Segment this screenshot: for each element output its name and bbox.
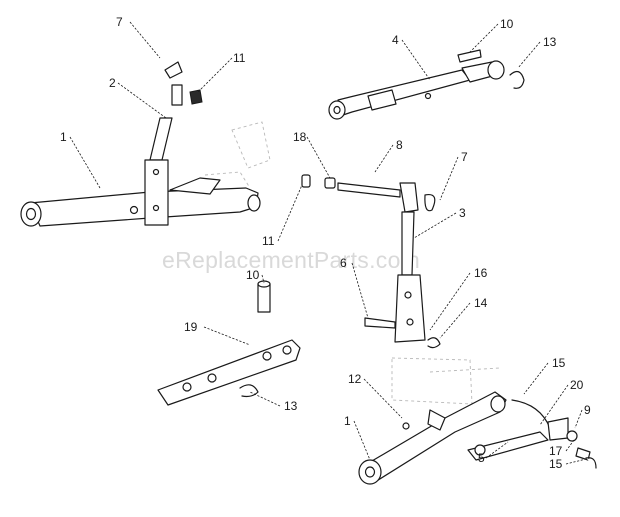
callout-19: 19: [184, 320, 198, 334]
callout-3: 3: [459, 206, 466, 220]
callout-16: 16: [474, 266, 488, 280]
callout-7: 7: [461, 150, 468, 164]
callout-4: 4: [392, 33, 399, 47]
callout-20: 20: [570, 378, 584, 392]
callout-5: 5: [478, 451, 485, 465]
callout-7: 7: [116, 15, 123, 29]
callout-12: 12: [348, 372, 362, 386]
ghost-tractor-outline-bottom: [391, 357, 501, 405]
callout-14: 14: [474, 296, 488, 310]
callout-8: 8: [396, 138, 403, 152]
callout-17: 17: [549, 444, 563, 458]
lower-link-arm-left: [20, 177, 261, 227]
callout-13: 13: [543, 35, 557, 49]
lynch-pin-bottom-left: [239, 384, 259, 398]
callout-10: 10: [246, 268, 260, 282]
stabilizer-chain-link: [467, 399, 597, 469]
lynch-pin-top: [509, 70, 525, 89]
watermark-text: eReplacementParts.com: [162, 247, 420, 273]
lift-rod-left: [144, 61, 203, 226]
callout-9: 9: [584, 403, 591, 417]
callout-15: 15: [549, 457, 563, 471]
callout-2: 2: [109, 76, 116, 90]
callout-11: 11: [233, 51, 246, 65]
callout-15: 15: [552, 356, 566, 370]
callout-6: 6: [340, 256, 347, 270]
callout-10: 10: [500, 17, 514, 31]
callout-18: 18: [293, 130, 307, 144]
stabilizer-bar: [157, 339, 301, 406]
clevis-pin-center: [427, 337, 441, 349]
callout-1: 1: [344, 414, 351, 428]
callout-13: 13: [284, 399, 298, 413]
callout-11: 11: [262, 234, 275, 248]
leader-lines: [69, 21, 591, 465]
callout-1: 1: [60, 130, 67, 144]
ghost-tractor-outline-top: [204, 121, 271, 189]
callout-labels: 7 11 2 1 4 10 13 18 8 7 3 11 6 16 14 10 …: [60, 15, 591, 471]
top-link-assembly: [328, 49, 505, 120]
lift-rod-center: [301, 174, 436, 343]
lower-link-arm-right: [358, 391, 507, 485]
pin-center-left: [257, 280, 271, 313]
